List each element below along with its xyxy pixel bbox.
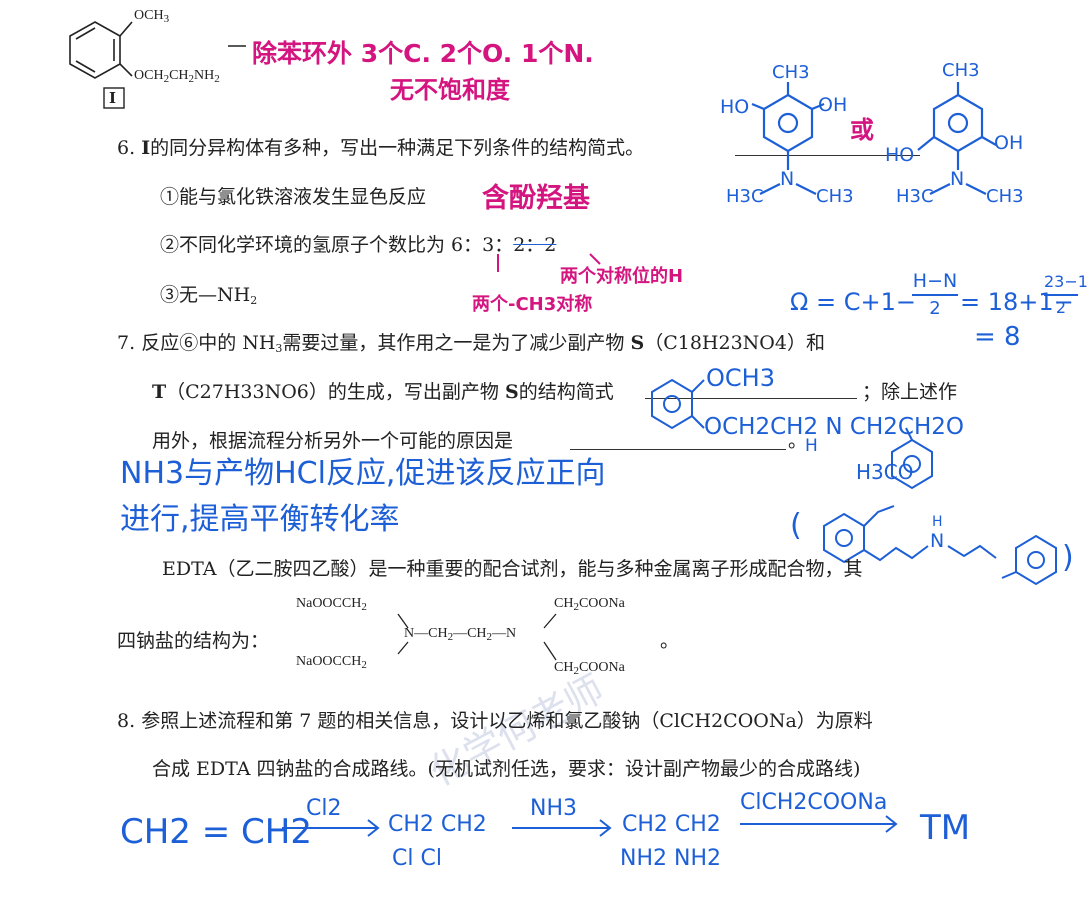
- question-7-line-2: T（C27H33NO6）的生成，写出副产物 S的结构简式: [152, 381, 614, 403]
- question-6-condition-2: ②不同化学环境的氢原子个数比为 6：3：2：2: [160, 234, 557, 256]
- alt-structure-n: N: [930, 530, 945, 552]
- edta-left-top: NaOOCCH2: [296, 596, 367, 613]
- question-6-answer-blank: [735, 155, 920, 156]
- edta-end: 。: [660, 630, 680, 652]
- note-phenol-hydroxyl: 含酚羟基: [482, 183, 590, 214]
- answer2-oh: OH: [994, 132, 1024, 154]
- question-7-line-3-end: 。: [788, 430, 808, 452]
- question-7-alt-structure: [823, 505, 1057, 586]
- answer2-ch3: CH3: [942, 60, 980, 81]
- route-dichloroethane-top: CH2 CH2: [388, 812, 487, 837]
- answer1-h3c: H3C: [726, 186, 764, 207]
- omega-frac1-bottom: 2: [929, 298, 941, 319]
- question-6-condition-1: ①能与氯化铁溶液发生显色反应: [160, 186, 427, 208]
- compound-1-label: I: [109, 89, 117, 107]
- question-7-line-1: 7. 反应⑥中的 NH3需要过量，其作用之一是为了减少副产物 S（C18H23N…: [117, 332, 825, 355]
- edta-right-top: CH2COONa: [554, 596, 625, 613]
- answer2-ho: HO: [885, 144, 915, 166]
- question-7-structure-blank: [645, 398, 857, 399]
- omega-part2: = 18+1−: [960, 288, 1074, 316]
- omega-frac2-bottom: 2: [1055, 298, 1067, 317]
- question-8-line-2: 合成 EDTA 四钠盐的合成路线。(无机试剂任选，要求：设计副产物最少的合成路线…: [152, 758, 861, 780]
- omega-result: = 8: [974, 322, 1021, 352]
- route-reagent-cl2: Cl2: [306, 796, 342, 821]
- route-diamine-top: CH2 CH2: [622, 812, 721, 837]
- route-diamine-bottom: NH2 NH2: [620, 846, 721, 871]
- reason-line-1: NH3与产物HCl反应,促进该反应正向: [120, 456, 606, 491]
- omega-frac2-top: 23−1: [1044, 272, 1088, 291]
- answer1-ho: HO: [720, 96, 750, 118]
- omega-frac2-bar: [1044, 294, 1078, 296]
- answer-or: 或: [850, 116, 874, 144]
- question-6-text: 6. I的同分异构体有多种，写出一种满足下列条件的结构简式。: [117, 137, 645, 159]
- question-8-line-1: 8. 参照上述流程和第 7 题的相关信息，设计以乙烯和氯乙酸钠（ClCH2COO…: [117, 710, 873, 732]
- alt-structure-h: H: [932, 514, 943, 530]
- answer2-n: N: [950, 168, 965, 190]
- answer1-ch3-right: CH3: [816, 186, 854, 207]
- answer2-h3c: H3C: [896, 186, 934, 207]
- alt-structure-paren-open: (: [790, 508, 802, 543]
- route-ethylene: CH2 = CH2: [120, 812, 312, 852]
- edta-center-chain: N—CH2—CH2—N: [404, 626, 517, 643]
- omega-part1: Ω = C+1−: [790, 288, 916, 316]
- answer-s-chain: OCH2CH2 N CH2CH2O: [704, 414, 964, 440]
- question-7-reason-blank: [570, 449, 786, 450]
- answer2-ch3-right: CH3: [986, 186, 1024, 207]
- route-product: TM: [920, 808, 971, 848]
- edta-left-bottom: NaOOCCH2: [296, 654, 367, 671]
- compound-1-sidechain: OCH2CH2NH2: [134, 68, 220, 85]
- question-7-line-2-end: ；除上述作: [862, 381, 958, 403]
- note-symmetric-h: 两个对称位的H: [560, 266, 684, 287]
- answer-s-och3: OCH3: [706, 364, 775, 392]
- edta-intro: EDTA（乙二胺四乙酸）是一种重要的配合试剂，能与多种金属离子形成配合物，其: [162, 558, 863, 580]
- question-6-condition-3: ③无—NH2: [160, 284, 258, 307]
- answer1-oh: OH: [818, 94, 848, 116]
- note-carbon-count: 除苯环外 3个C. 2个O. 1个N.: [252, 39, 594, 68]
- route-dichloroethane-bottom: Cl Cl: [392, 846, 442, 871]
- answer-s-nh: H: [805, 436, 818, 456]
- answer-s-h3co: H3CO: [856, 460, 914, 484]
- note-two-methyl: 两个-CH3对称: [472, 294, 593, 315]
- answer1-n: N: [780, 168, 795, 190]
- route-reagent-nh3: NH3: [530, 796, 577, 821]
- note-unsaturation: 无不饱和度: [390, 76, 510, 104]
- question-7-line-3: 用外，根据流程分析另外一个可能的原因是: [152, 430, 514, 452]
- route-reagent-chloroacetate: ClCH2COONa: [740, 790, 888, 815]
- compound-1-och3: OCH3: [134, 8, 170, 25]
- reason-line-2: 进行,提高平衡转化率: [120, 502, 400, 537]
- alt-structure-paren-close: ): [1062, 540, 1074, 575]
- edta-intro-2: 四钠盐的结构为：: [117, 630, 270, 652]
- answer1-ch3: CH3: [772, 62, 810, 83]
- omega-frac1-top: H−N: [912, 270, 958, 292]
- omega-frac1-bar: [912, 294, 958, 296]
- edta-right-bottom: CH2COONa: [554, 660, 625, 677]
